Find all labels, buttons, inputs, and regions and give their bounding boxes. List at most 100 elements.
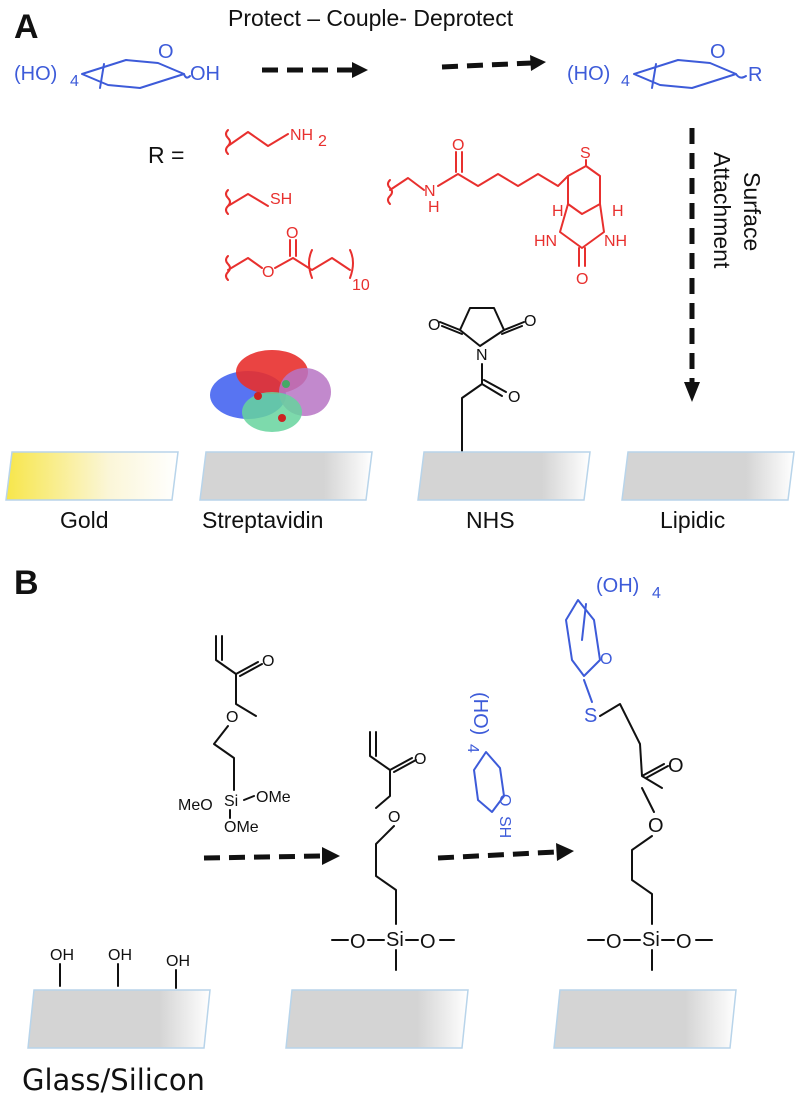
nhs-ring [459, 307, 505, 347]
product-sugar-ring [565, 599, 601, 677]
start-sugar-ring-o: O [158, 41, 174, 63]
silane-si: Si [224, 793, 238, 810]
biotin-hn: HN [534, 233, 557, 250]
product-sugar-ring [633, 59, 737, 89]
panel-a-letter: A [14, 8, 39, 46]
surface-oh-bonds [59, 963, 177, 989]
silane-o1: O [262, 653, 274, 670]
r-group-thiol: SH [225, 189, 292, 215]
product-o2: O [648, 815, 664, 837]
surface-oh-3: OH [166, 953, 190, 970]
silane-co [235, 661, 259, 675]
product-chain [631, 787, 655, 925]
amine-chain [225, 129, 289, 155]
product-sugar-bond [581, 603, 587, 641]
arrow-silanize-head [322, 847, 340, 865]
glass-slide-2 [285, 989, 469, 1049]
intermediate-left-o: O [350, 931, 366, 953]
arrow-protect-head [352, 62, 368, 78]
silane-reagent: O O Si MeO OMe OMe [178, 635, 291, 836]
silane-ome3: OMe [224, 819, 259, 836]
start-sugar-oh: OH [190, 63, 220, 85]
lipidic-slide [621, 451, 795, 501]
arrow-thiol-ene-head [556, 843, 574, 861]
product-sugar-bond [651, 63, 657, 89]
thio-sugar-ring [473, 751, 505, 813]
r-equals-label: R = [148, 142, 184, 168]
biotin-linker [387, 177, 425, 205]
nhs-o3: O [508, 389, 520, 406]
label-nhs: NHS [466, 507, 515, 533]
product-sugar-count: 4 [621, 73, 630, 90]
nhs-slide-shape [417, 451, 591, 501]
protein-ligand-1 [254, 392, 262, 400]
intermediate-vinyl [369, 731, 391, 809]
nhs-slide [417, 451, 591, 501]
biotin-thiolane [567, 159, 601, 215]
silane-o2: O [226, 709, 238, 726]
nhs-chain [461, 363, 507, 453]
glass-slide-1-shape [27, 989, 211, 1049]
label-glass-silicon: Glass/Silicon [22, 1063, 205, 1097]
surface-oh-1: OH [50, 947, 74, 964]
amine-sub: 2 [318, 133, 327, 150]
start-sugar-count: 4 [70, 73, 79, 90]
product-s: S [584, 705, 597, 727]
nhs-o1: O [428, 317, 440, 334]
r-group-ester: O O 10 [225, 225, 370, 294]
biotin-nh: NH [604, 233, 627, 250]
protein-green-lobe [242, 392, 302, 432]
biotin-urea-o: O [576, 271, 588, 288]
amine-nh: NH [290, 127, 313, 144]
final-product: (OH) 4 O S O O Si O O [565, 575, 713, 971]
silane-ome1: MeO [178, 797, 213, 814]
thio-sugar-sh: SH [496, 816, 513, 838]
label-gold: Gold [60, 507, 109, 533]
streptavidin-protein [210, 350, 331, 432]
r-group-amine: NH 2 [225, 127, 327, 155]
product-si-bonds [587, 939, 713, 971]
intermediate-si-bonds [331, 939, 455, 971]
ester-o2: O [286, 225, 298, 242]
intermediate-co [389, 757, 417, 773]
start-sugar-ring [81, 59, 185, 89]
start-sugar-bond [99, 63, 105, 89]
glass-slide-3 [553, 989, 737, 1049]
biotin-chain [437, 151, 569, 187]
protein-ligand-2 [282, 380, 290, 388]
product-sugar-wavy [735, 73, 747, 79]
product-left-o: O [606, 931, 622, 953]
product-s-bond [583, 679, 593, 703]
product-si: Si [642, 929, 660, 951]
silane-co-double [239, 663, 263, 677]
intermediate-chain [375, 825, 397, 925]
arrow-couple [441, 60, 533, 70]
product-sugar-hydroxyls: (HO) [567, 63, 610, 85]
surface-hydroxyls: OH OH OH [50, 947, 190, 989]
ester-backbone [274, 239, 351, 271]
glass-slide-3-shape [553, 989, 737, 1049]
product-count: 4 [652, 585, 661, 602]
biotin-urea-ring [559, 203, 605, 249]
gold-slide [5, 451, 179, 501]
biotin-s: S [580, 145, 591, 162]
biotin-urea-co [578, 247, 586, 267]
thiol-sh: SH [270, 191, 292, 208]
arrow-silanize [203, 853, 323, 861]
protein-ligand-3 [278, 414, 286, 422]
product-right-o: O [676, 931, 692, 953]
product-sugar: (HO) 4 O R [567, 41, 762, 90]
thiol-chain [225, 189, 269, 215]
lipidic-slide-shape [621, 451, 795, 501]
biotin-amide-h: H [428, 199, 440, 216]
start-sugar: (HO) 4 O OH [14, 41, 220, 90]
nhs-o2: O [524, 313, 536, 330]
arrow-couple-head [530, 55, 546, 71]
surface-oh-2: OH [108, 947, 132, 964]
panel-a-title: Protect – Couple- Deprotect [228, 5, 514, 31]
biotin-carbonyl-o: O [452, 137, 464, 154]
ester-chain [225, 255, 263, 281]
arrow-thiol-ene [437, 849, 557, 861]
silane-chain [213, 725, 235, 791]
silane-ome-bonds [229, 795, 255, 819]
